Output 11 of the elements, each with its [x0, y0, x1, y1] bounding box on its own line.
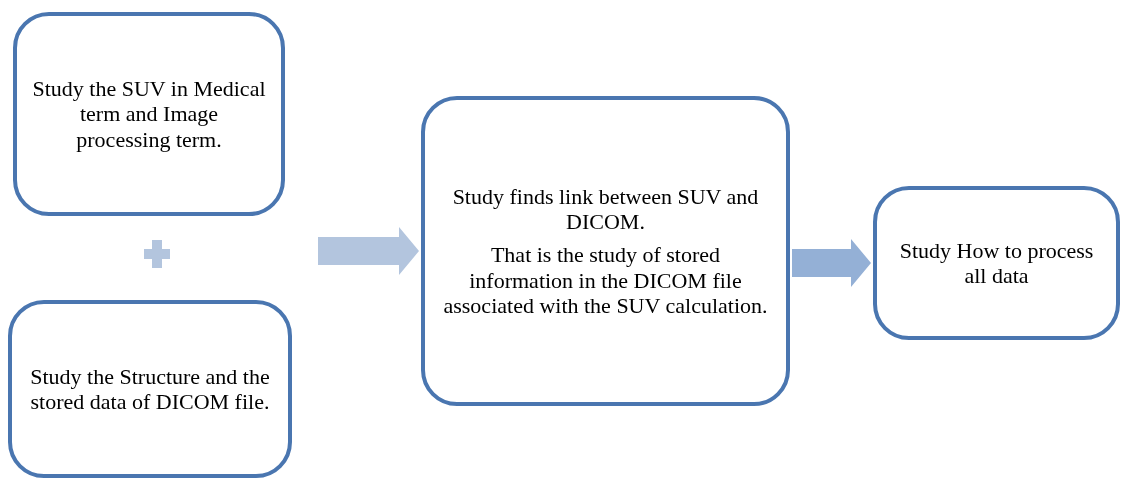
process-box: [13, 12, 285, 216]
box-text: Study the SUV in Medical term and Image processing term.: [31, 76, 267, 152]
box-text: Study finds link between SUV and DICOM.: [451, 183, 760, 235]
block-arrow: [792, 239, 871, 287]
box-text: Study How to process all data: [898, 237, 1095, 289]
process-box: [8, 300, 292, 478]
box-text: Study the Structure and the stored data of DICOM file.: [29, 363, 271, 415]
process-box: [873, 186, 1120, 340]
block-arrow: [318, 227, 419, 275]
process-box: [421, 96, 790, 406]
box-text: That is the study of stored information in the DICOM file associated with the SUV calculation.: [442, 242, 769, 319]
